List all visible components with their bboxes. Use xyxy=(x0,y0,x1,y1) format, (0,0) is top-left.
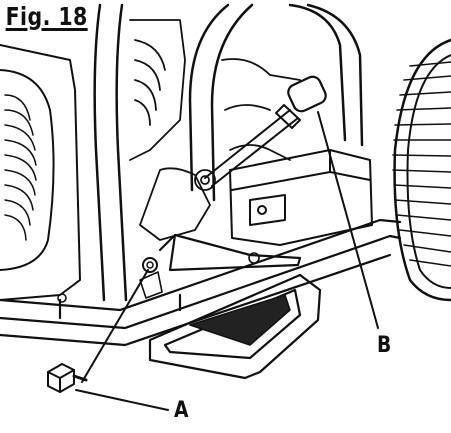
leader-line-b xyxy=(317,111,379,329)
drain-tray-drawing xyxy=(148,233,322,380)
wheel-drawing xyxy=(392,38,451,302)
drain-bolt-drawing xyxy=(47,363,88,393)
drain-hole-drawing xyxy=(139,257,163,299)
housing-box-drawing xyxy=(229,149,373,246)
leader-line-a-tail xyxy=(75,389,169,411)
bolt-head-2 xyxy=(248,252,260,264)
callout-label-b: B xyxy=(377,333,392,358)
leader-line-a xyxy=(81,269,149,383)
base-frame-drawing xyxy=(0,218,402,347)
figure-title: Fig. 18 xyxy=(4,2,90,31)
oil-fill-cap-drawing xyxy=(204,75,327,187)
callout-label-a: A xyxy=(174,398,189,423)
bolt-head-1 xyxy=(57,293,67,303)
engine-block-drawing xyxy=(129,19,301,241)
engine-cover-drawing xyxy=(0,44,81,301)
frame-tubes xyxy=(93,3,364,302)
